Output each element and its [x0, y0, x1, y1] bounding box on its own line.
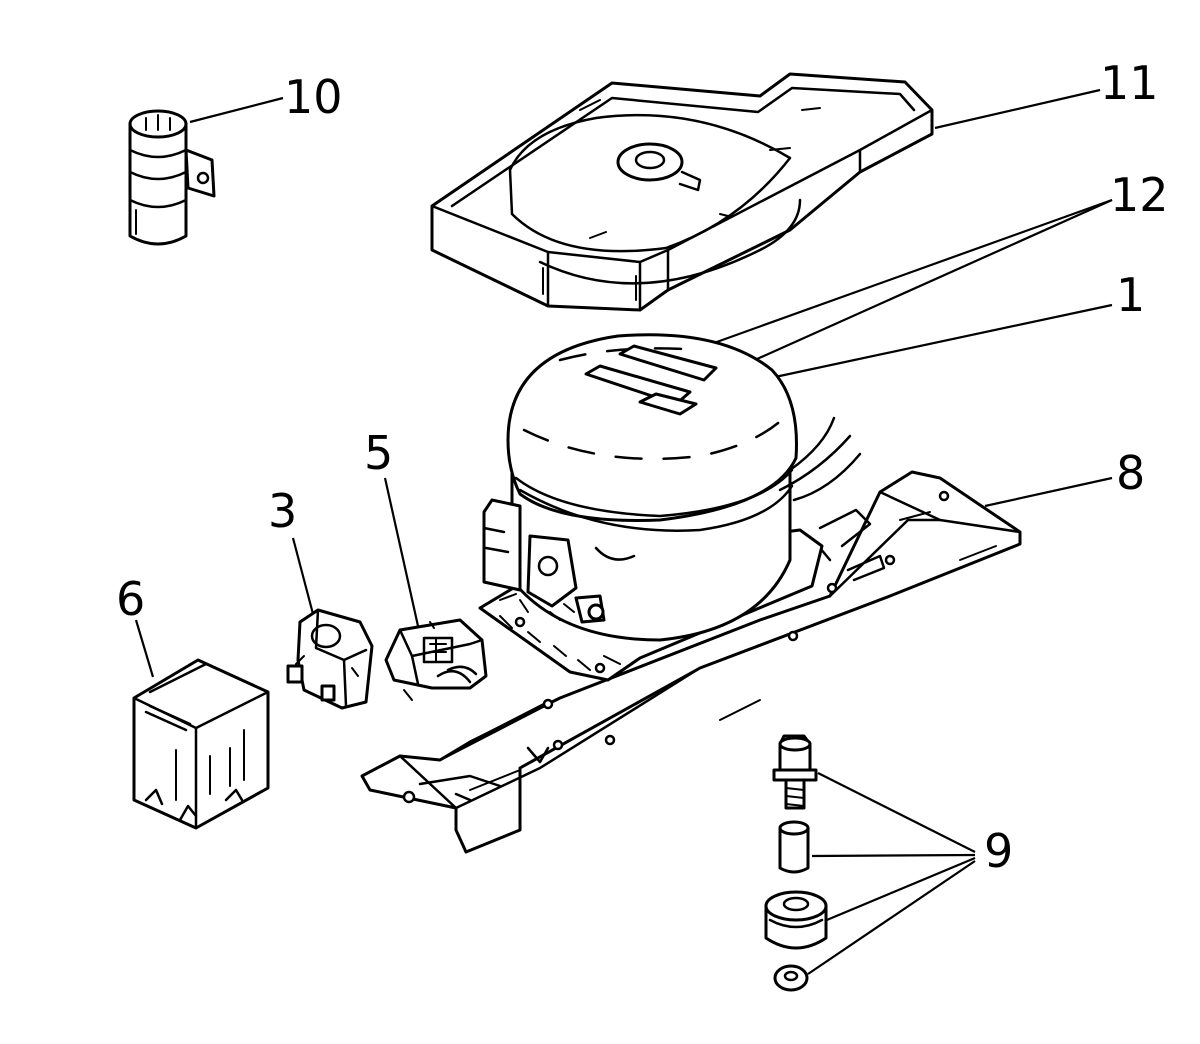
starter-part-3	[286, 608, 374, 710]
leader-9b	[811, 853, 976, 858]
callout-10: 10	[284, 70, 343, 124]
base-rail-part-8	[360, 470, 1022, 854]
leader-lines	[134, 88, 1113, 975]
leader-9a	[817, 772, 976, 853]
cover-tray-part-11	[430, 72, 934, 312]
capacitor-part-10	[128, 109, 216, 246]
callout-3: 3	[268, 484, 298, 538]
relay-clip-part-5	[384, 618, 488, 701]
leader-9c	[821, 856, 976, 924]
leader-6	[134, 619, 155, 678]
mounting-hardware-part-9	[764, 734, 828, 992]
leader-1	[774, 303, 1113, 379]
callout-8: 8	[1116, 446, 1146, 500]
callout-5: 5	[364, 426, 394, 480]
callout-6: 6	[116, 572, 146, 626]
callout-12: 12	[1110, 168, 1169, 222]
leader-12a	[699, 198, 1113, 350]
compressor-part-1	[478, 333, 862, 682]
leader-9d	[807, 860, 976, 975]
leader-11	[934, 88, 1101, 130]
callout-11: 11	[1100, 56, 1159, 110]
callout-9: 9	[984, 824, 1014, 878]
terminal-cover-part-6	[132, 658, 270, 830]
leader-12b	[727, 198, 1113, 374]
leader-10	[189, 96, 284, 124]
leader-8	[984, 476, 1113, 508]
callout-1: 1	[1116, 268, 1146, 322]
leader-5	[383, 477, 420, 627]
leader-3	[291, 537, 315, 615]
